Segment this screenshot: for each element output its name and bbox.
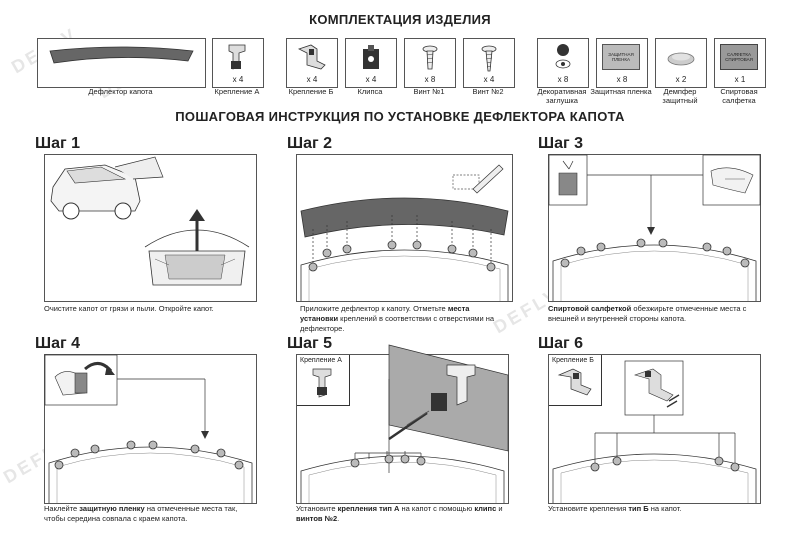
kit-item-qty: x 8	[557, 75, 569, 84]
kit-item-screw-2: x 4	[463, 38, 515, 88]
step-1-text: Очистите капот от грязи и пыли. Откройте…	[44, 304, 214, 313]
instruction-title: ПОШАГОВАЯ ИНСТРУКЦИЯ ПО УСТАНОВКЕ ДЕФЛЕК…	[175, 109, 625, 124]
mount-b-inset: Крепление Б	[549, 355, 602, 406]
step-2-text: Приложите дефлектор к капоту. Отметьте м…	[300, 304, 495, 333]
kit-item-label: Винт №2	[472, 87, 504, 96]
kit-item-qty: x 4	[232, 75, 244, 84]
mount-b-icon	[297, 44, 326, 70]
step-6-text: Установите крепления тип Б на капот.	[548, 504, 682, 513]
damper-icon	[667, 52, 695, 66]
kit-item-qty: x 8	[424, 75, 436, 84]
step-title: Шаг 4	[35, 335, 80, 352]
kit-item-deflector	[37, 38, 206, 88]
kit-item-qty: x 4	[306, 75, 318, 84]
hood-cleaning-illustration	[548, 154, 761, 301]
mount-a-icon	[312, 368, 332, 398]
kit-item-label: Клипса	[357, 87, 383, 96]
hood-film-illustration	[44, 354, 253, 503]
mount-b-icon	[557, 368, 592, 396]
film-pack: ЗАЩИТНАЯ ПЛЕНКА	[602, 44, 640, 70]
screw-icon	[422, 45, 438, 70]
step-6-illustration: Крепление Б	[548, 354, 761, 504]
car-icon	[50, 156, 250, 286]
step-3-illustration	[548, 154, 761, 302]
plug-icon	[555, 44, 571, 69]
step-1-illustration	[44, 154, 257, 302]
wipe-pack: САЛФЕТКА СПИРТОВАЯ	[720, 44, 758, 70]
mount-a-label: Крепление А	[300, 357, 342, 364]
hood-mount-b-illustration	[552, 360, 757, 503]
clip-icon	[363, 45, 379, 69]
step-title: Шаг 5	[287, 335, 332, 352]
screw-icon	[481, 45, 497, 72]
mount-a-inset: Крепление А	[297, 355, 350, 406]
kit-item-qty: x 1	[734, 75, 746, 84]
kit-title: КОМПЛЕКТАЦИЯ ИЗДЕЛИЯ	[309, 12, 491, 27]
step-4-illustration	[44, 354, 257, 504]
kit-item-qty: x 4	[483, 75, 495, 84]
step-5-text: Установите крепления тип А на капот с по…	[296, 504, 503, 523]
step-4-text: Наклейте защитную пленку на отмеченные м…	[44, 504, 238, 523]
step-title: Шаг 6	[538, 335, 583, 352]
kit-item-wipe: САЛФЕТКА СПИРТОВАЯ x 1	[714, 38, 766, 88]
step-title: Шаг 3	[538, 135, 583, 152]
kit-item-damper: x 2	[655, 38, 707, 88]
step-2-illustration	[296, 154, 513, 302]
kit-item-label: Крепление Б	[288, 87, 334, 96]
step-5-illustration: Крепление А	[296, 344, 509, 504]
mount-a-icon	[228, 44, 246, 70]
kit-item-plug: x 8	[537, 38, 589, 88]
step-title: Шаг 2	[287, 135, 332, 152]
kit-item-film: ЗАЩИТНАЯ ПЛЕНКА x 8	[596, 38, 648, 88]
kit-item-screw-1: x 8	[404, 38, 456, 88]
kit-item-mount-a: x 4	[212, 38, 264, 88]
kit-item-label: Спиртовая салфетка	[720, 87, 758, 105]
step-3-text: Спиртовой салфеткой обезжирьте отмеченны…	[548, 304, 747, 323]
kit-item-label: Декоративная заглушка	[537, 87, 587, 105]
kit-item-qty: x 2	[675, 75, 687, 84]
kit-item-qty: x 4	[365, 75, 377, 84]
hood-marking-illustration	[300, 164, 509, 301]
kit-item-clip: x 4	[345, 38, 397, 88]
kit-item-label: Защитная пленка	[590, 87, 652, 96]
kit-item-label: Демпфер защитный	[662, 87, 698, 105]
kit-item-qty: x 8	[616, 75, 628, 84]
hood-mount-a-illustration	[300, 344, 509, 503]
mount-b-label: Крепление Б	[552, 357, 594, 364]
kit-item-label: Крепление А	[214, 87, 260, 96]
deflector-icon	[49, 46, 194, 64]
kit-item-label: Винт №1	[413, 87, 445, 96]
kit-item-mount-b: x 4	[286, 38, 338, 88]
step-title: Шаг 1	[35, 135, 80, 152]
kit-item-label: Дефлектор капота	[88, 87, 153, 96]
